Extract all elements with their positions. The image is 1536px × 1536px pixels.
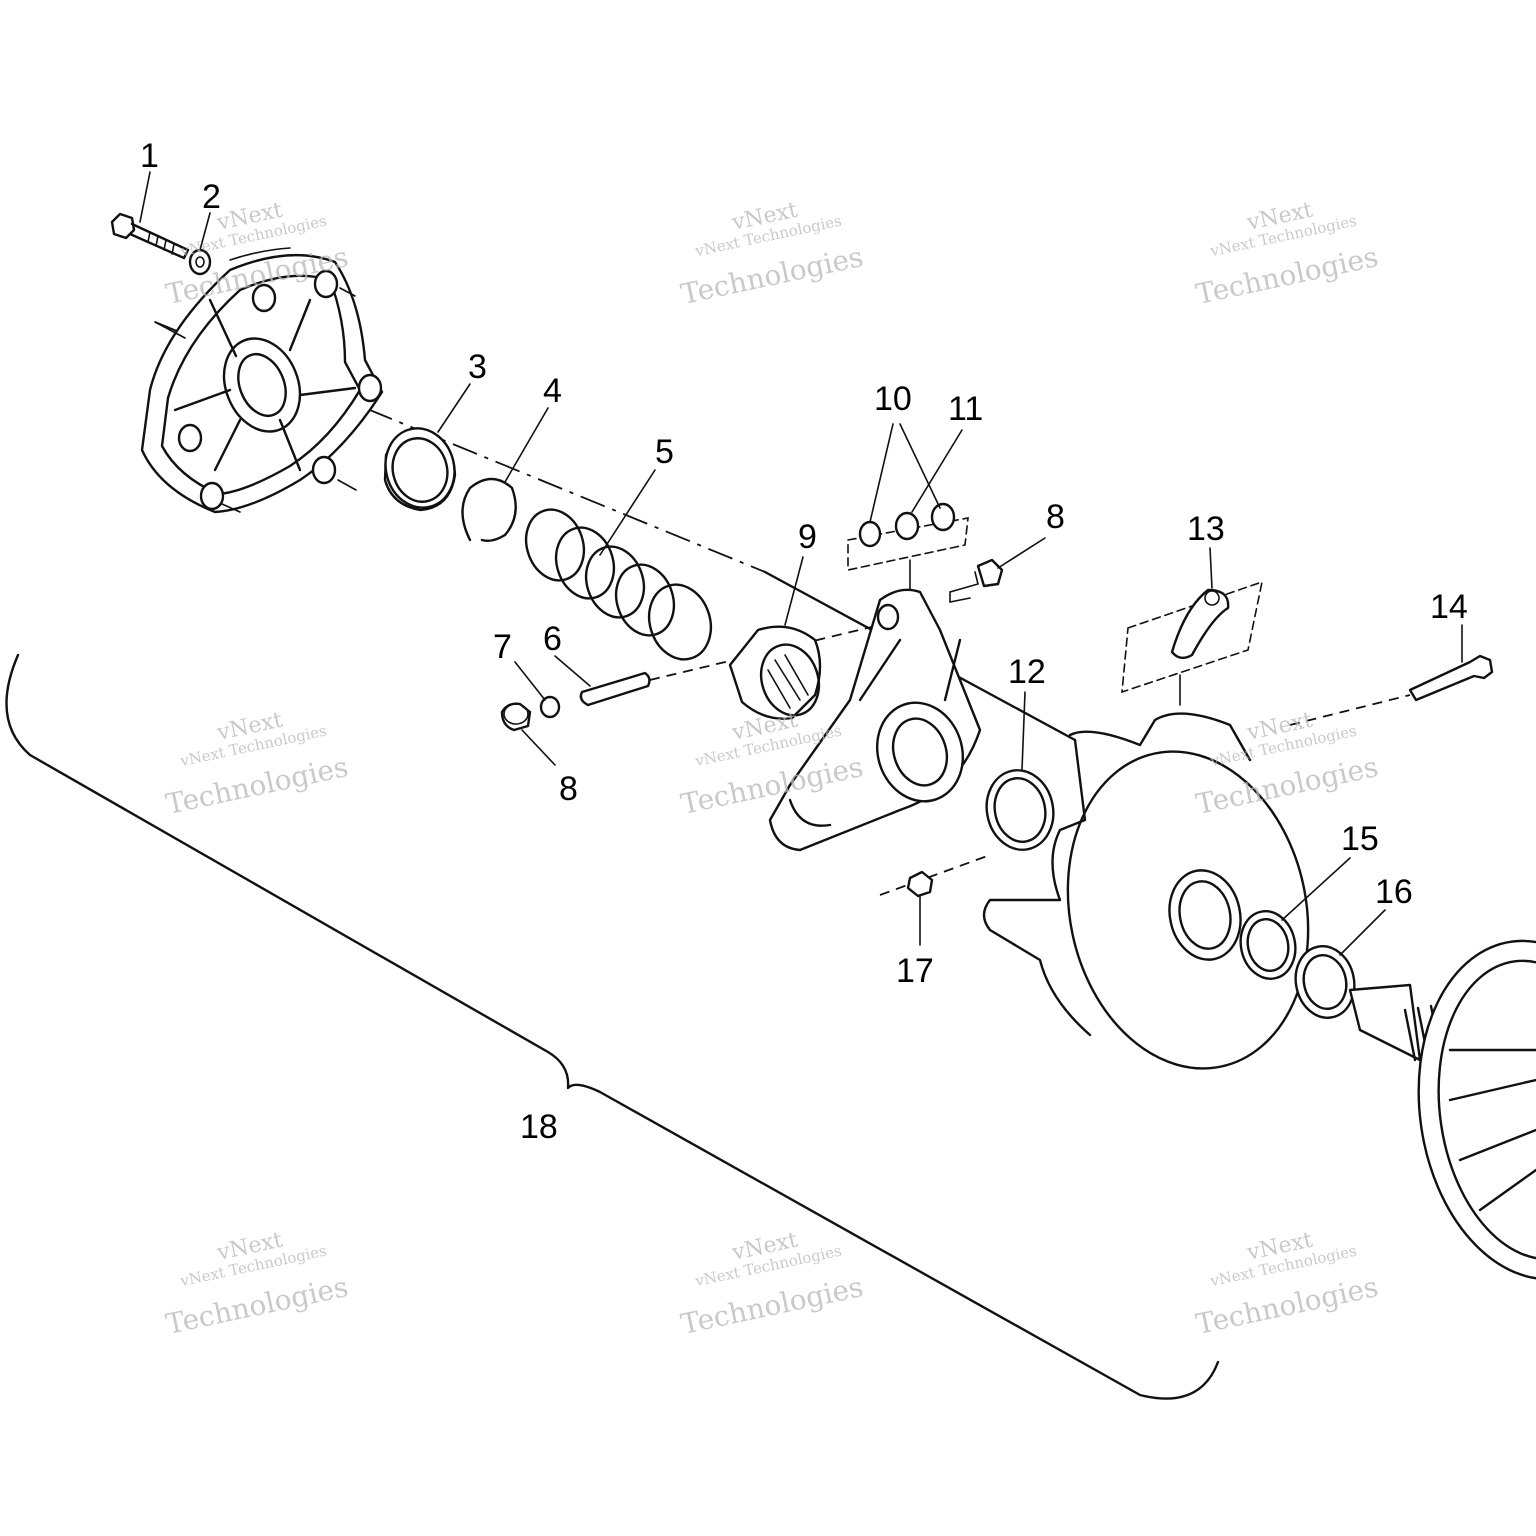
bolt-part-14 (1408, 654, 1494, 702)
callout-3: 3 (468, 348, 487, 386)
callout-17: 17 (896, 952, 934, 990)
assembly-bracket-18 (5, 653, 1220, 1400)
nut-part-17 (906, 870, 934, 898)
spring-part-5 (524, 508, 713, 661)
callout-10: 10 (874, 380, 912, 418)
watermark-tile: vNext Technologies vNext Technologies (678, 1228, 866, 1341)
bolt-part-1 (110, 212, 190, 260)
callout-6: 6 (543, 620, 562, 658)
washer-part-16 (1294, 945, 1356, 1019)
cover-bolt-holes (177, 269, 383, 511)
callout-15: 15 (1341, 820, 1379, 858)
watermark-tile: vNext Technologies vNext Technologies (1193, 708, 1381, 821)
callout-14: 14 (1430, 588, 1468, 626)
callout-18: 18 (520, 1108, 558, 1146)
oring-part-7 (539, 695, 561, 719)
watermark-tile: vNext Technologies vNext Technologies (1193, 1228, 1381, 1341)
callout-5: 5 (655, 433, 674, 471)
callout-8-upper: 8 (1046, 498, 1065, 536)
washer-kit-10-11 (847, 502, 969, 591)
watermark-tile: vNext Technologies vNext Technologies (678, 198, 866, 311)
callout-labels: 1 2 3 4 5 6 7 8 8 9 10 11 12 13 14 15 16… (140, 137, 1468, 1146)
callout-11: 11 (948, 390, 983, 428)
callout-12: 12 (1008, 653, 1046, 691)
roller-part-8-lower (500, 702, 532, 732)
spider-arm (768, 588, 982, 852)
callout-9: 9 (798, 518, 817, 556)
cam-arm-part-13 (1121, 580, 1264, 706)
watermark-tile: vNext Technologies vNext Technologies (1193, 198, 1381, 311)
callout-16: 16 (1375, 873, 1413, 911)
callout-2: 2 (202, 178, 221, 216)
callout-7: 7 (493, 628, 512, 666)
callout-13: 13 (1187, 510, 1225, 548)
callout-1: 1 (140, 137, 159, 175)
movable-sheave (982, 712, 1310, 1070)
bushing-part-3 (383, 427, 457, 512)
washer-part-12 (985, 769, 1055, 851)
callout-8-lower: 8 (559, 770, 578, 808)
watermark-tile: vNext Technologies vNext Technologies (163, 1228, 351, 1341)
bushing-part-15 (1239, 910, 1297, 980)
spring-cup-part-9 (728, 625, 822, 720)
pin-part-6 (579, 671, 651, 707)
fixed-sheave-shaft (1348, 939, 1536, 1281)
bracket-line (949, 571, 979, 603)
cover-plate (140, 247, 384, 514)
leader-lines (139, 171, 1463, 956)
watermark-tile: vNext Technologies vNext Technologies (163, 708, 351, 821)
callout-4: 4 (543, 372, 562, 410)
snap-ring-part-4 (461, 477, 517, 543)
roller-part-8-upper (976, 558, 1004, 588)
